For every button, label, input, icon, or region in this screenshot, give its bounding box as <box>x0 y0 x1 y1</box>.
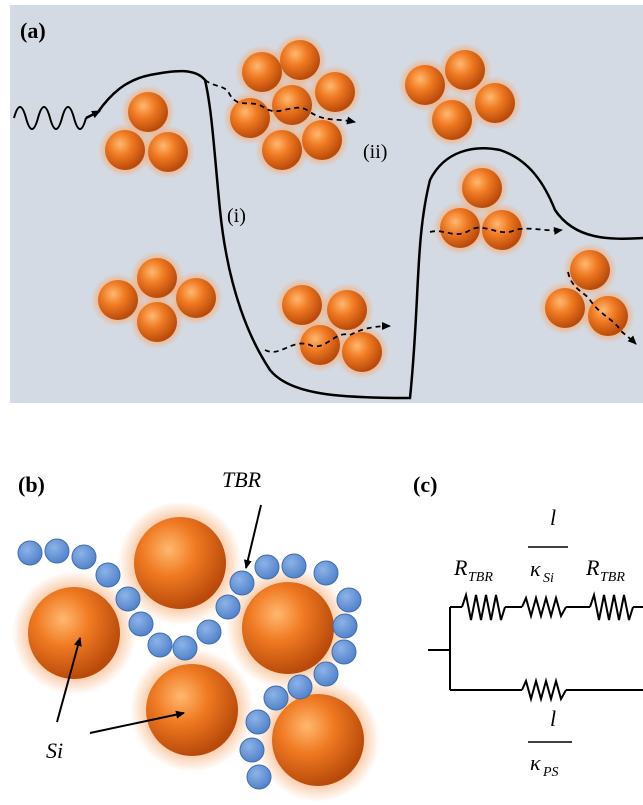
r-tbr-right-subscript: TBR <box>600 570 625 585</box>
si-particle <box>342 332 382 372</box>
si-particle-large <box>272 694 364 786</box>
fraction-si-kappa: κ <box>530 556 541 581</box>
phonon-wave <box>13 106 87 130</box>
r-tbr-right: R <box>585 555 600 580</box>
si-particle <box>272 85 312 125</box>
resistor-r-tbr-right <box>589 591 634 621</box>
si-particle <box>98 280 138 320</box>
cluster-4 <box>91 251 223 349</box>
path-ii-label: (ii) <box>363 141 387 163</box>
heat-path-i <box>85 69 643 400</box>
si-particle <box>230 98 270 138</box>
panel-b-label: (b) <box>18 472 45 497</box>
large-particle-4 <box>130 648 254 772</box>
resistor-l-kappa-si <box>521 594 567 620</box>
cluster-6 <box>433 161 529 257</box>
fraction-si-numerator: l <box>550 505 556 530</box>
si-particle-large <box>28 587 120 679</box>
si-particle <box>315 72 355 112</box>
tbr-arrow <box>243 504 262 569</box>
si-particle <box>280 40 320 80</box>
tbr-label: TBR <box>222 467 262 492</box>
si-particle <box>462 168 502 208</box>
cluster-2 <box>223 33 362 177</box>
path-i-label: (i) <box>227 205 246 227</box>
cluster-1 <box>98 85 195 179</box>
si-arrow-1 <box>56 637 82 723</box>
r-tbr-left: R <box>453 555 468 580</box>
si-label: Si <box>46 738 63 763</box>
si-particle <box>445 50 485 90</box>
si-particle <box>482 210 522 250</box>
panel-a: (a) <box>10 5 643 403</box>
polymer-chain <box>17 538 362 790</box>
si-arrow-2 <box>89 710 185 734</box>
heat-path-ii <box>204 79 356 125</box>
si-particle <box>302 120 342 160</box>
si-particle-large <box>134 517 226 609</box>
circuit <box>428 591 643 703</box>
panel-a-label: (a) <box>20 18 46 43</box>
large-particle-1 <box>118 501 242 625</box>
si-particle <box>176 278 216 318</box>
fraction-ps-subscript: PS <box>542 765 559 780</box>
si-particle <box>148 132 188 172</box>
cluster-5 <box>275 278 389 379</box>
fraction-ps-kappa: κ <box>530 750 541 775</box>
cluster-7 <box>538 243 635 343</box>
resistor-r-tbr-left <box>461 591 506 621</box>
si-particle <box>242 52 282 92</box>
si-particle <box>137 302 177 342</box>
large-particle-2 <box>12 571 136 695</box>
panel-c: (c) l κ Si R TBR R TBR l κ PS <box>413 472 643 780</box>
si-particle <box>440 208 480 248</box>
si-particle <box>128 92 168 132</box>
fraction-ps-numerator: l <box>550 706 556 731</box>
cluster-3 <box>398 43 522 147</box>
si-particle <box>327 290 367 330</box>
si-particle <box>282 285 322 325</box>
si-particle <box>545 288 585 328</box>
si-particle <box>432 100 472 140</box>
si-particle <box>588 296 628 336</box>
si-particle <box>405 65 445 105</box>
dashed-path-cluster-7 <box>567 271 637 345</box>
resistor-l-kappa-ps <box>521 677 567 703</box>
panel-b: (b) TBR <box>12 467 380 802</box>
large-particle-3 <box>226 566 350 690</box>
si-particle-large <box>242 582 334 674</box>
wave-arrow <box>85 110 101 119</box>
si-particle <box>475 83 515 123</box>
r-tbr-left-subscript: TBR <box>468 570 493 585</box>
fraction-si-subscript: Si <box>543 571 554 586</box>
si-particle <box>570 250 610 290</box>
si-particle <box>262 130 302 170</box>
dashed-path-cluster-5 <box>264 322 391 353</box>
dashed-path-cluster-6 <box>429 226 563 235</box>
si-particle-large <box>146 664 238 756</box>
panel-c-label: (c) <box>413 472 437 497</box>
si-particle <box>105 130 145 170</box>
large-particle-5 <box>256 678 380 802</box>
si-particle <box>137 258 177 298</box>
